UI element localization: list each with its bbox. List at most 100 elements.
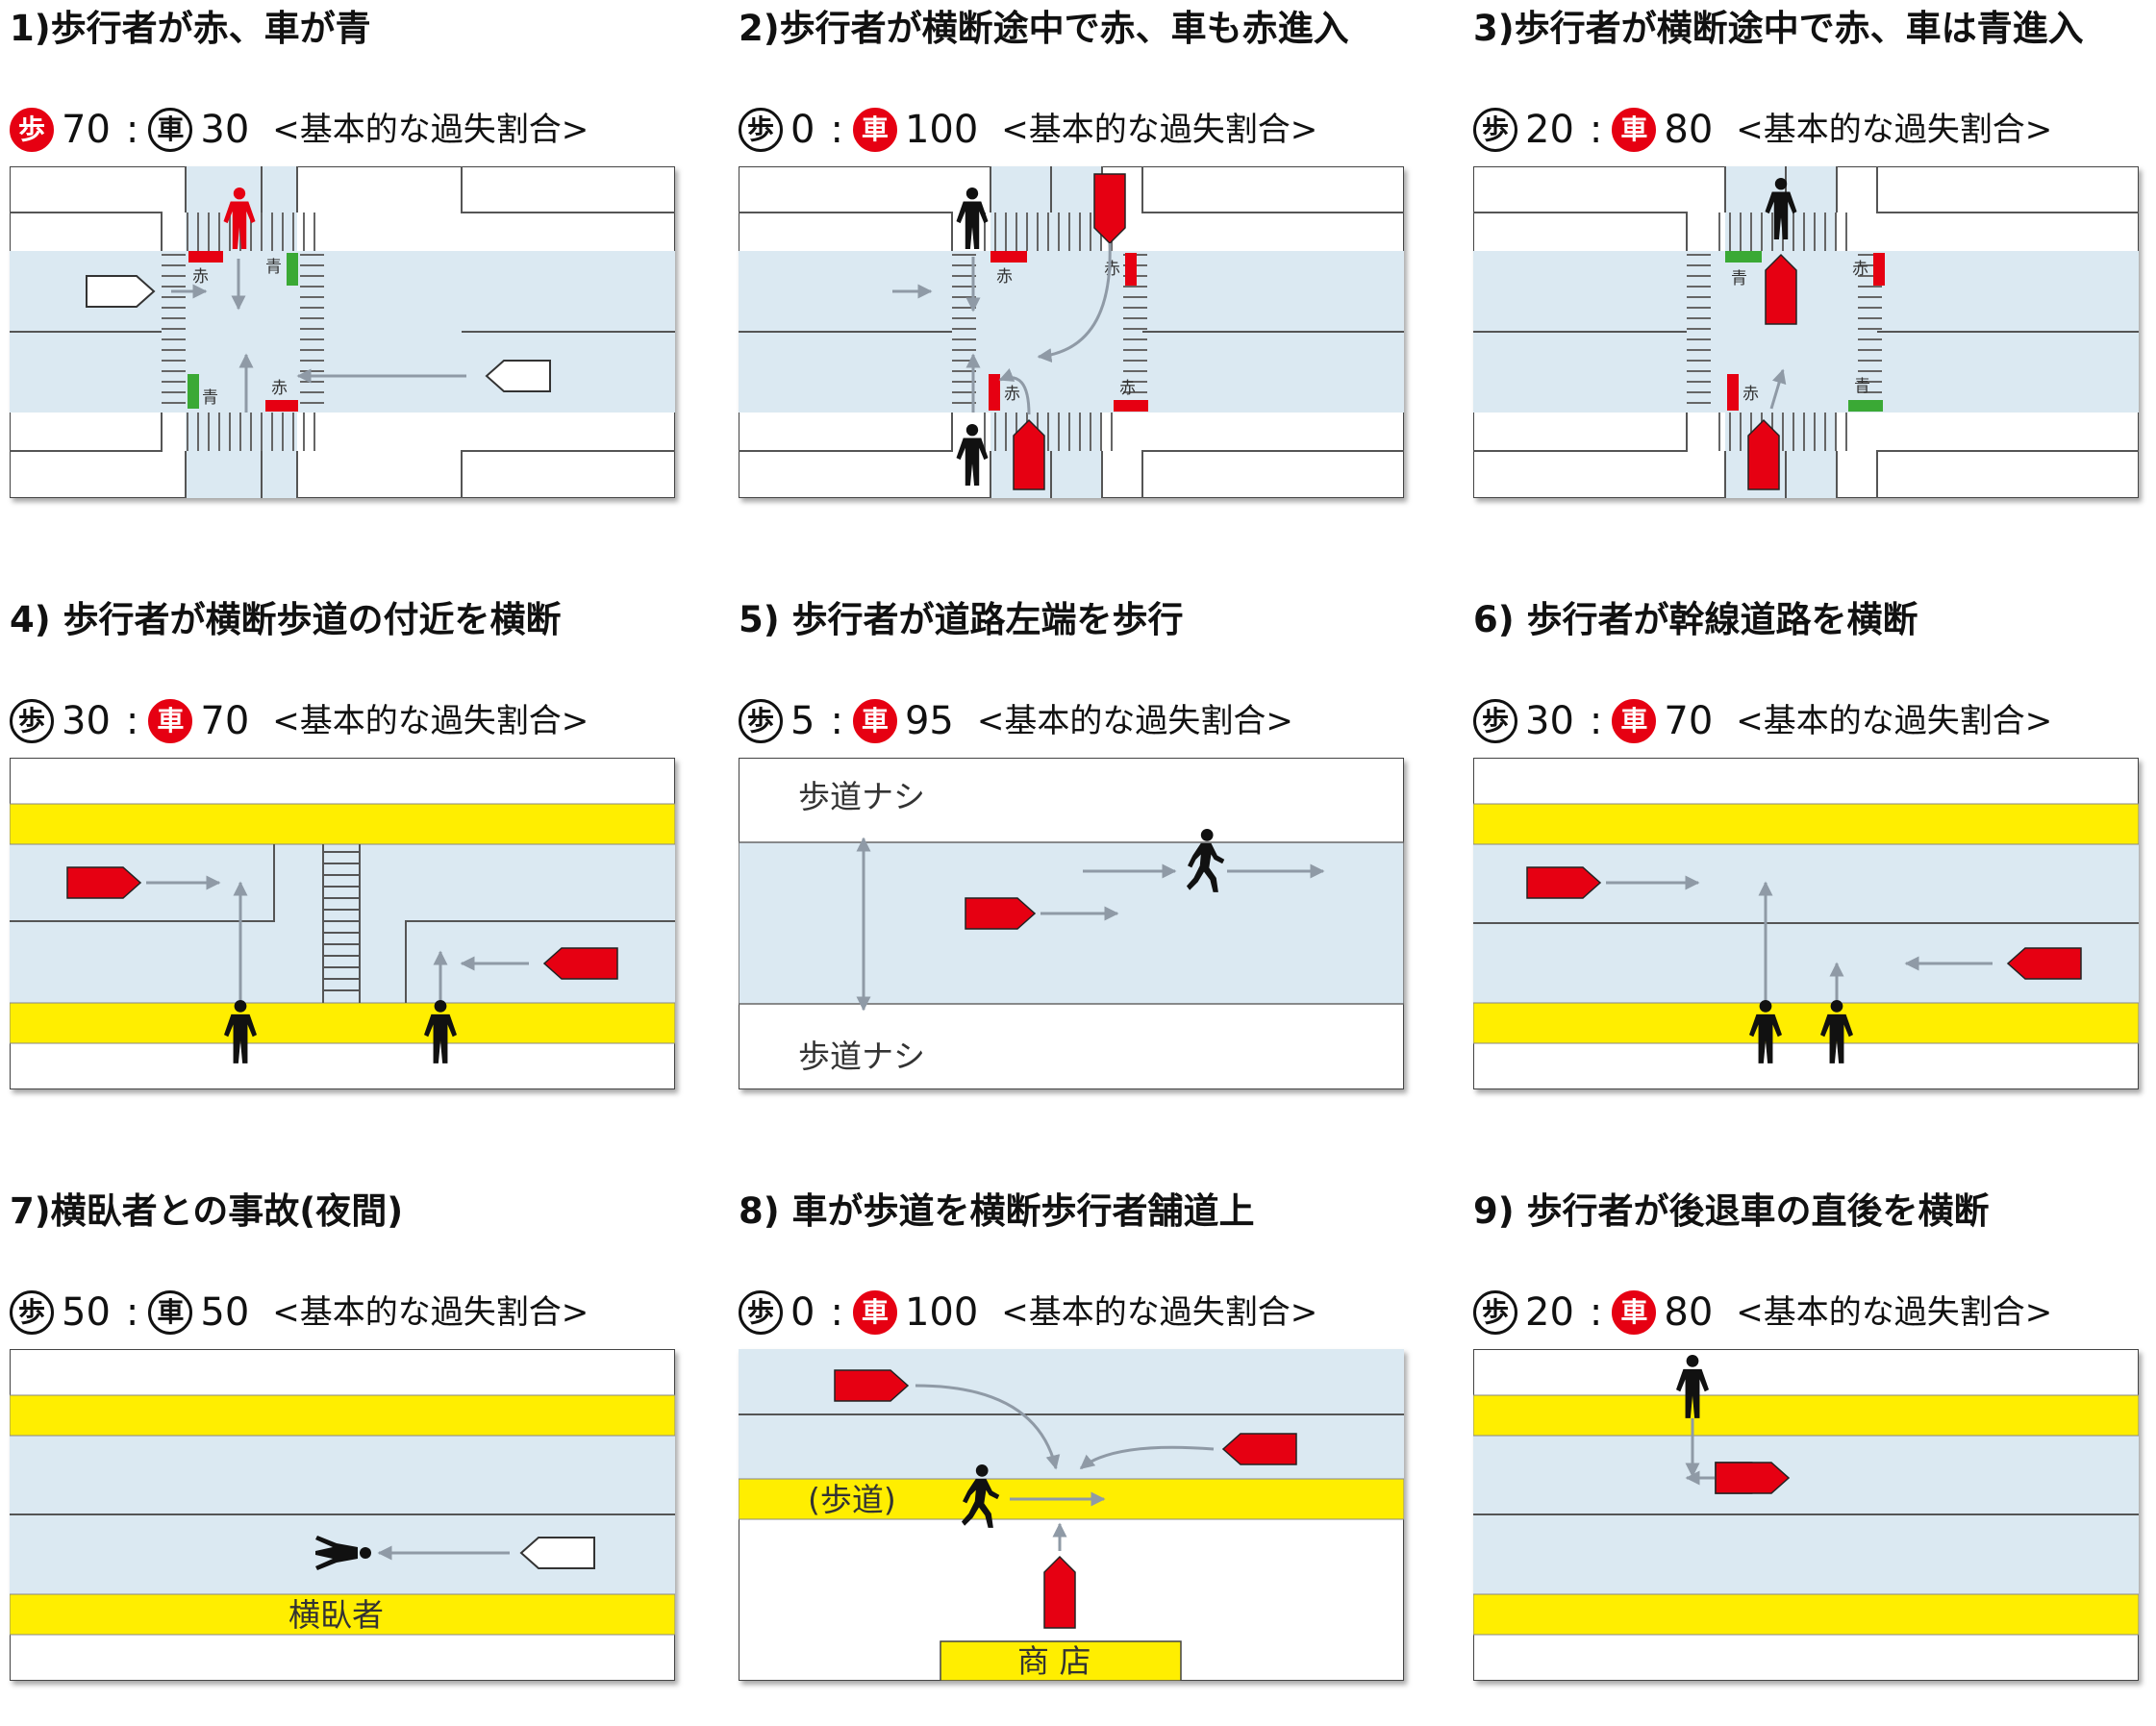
signal-red: [989, 374, 1000, 411]
car-ratio: 30: [200, 108, 250, 152]
no-sidewalk-label: 歩道ナシ: [798, 778, 925, 815]
signal-label: 赤: [1742, 385, 1759, 404]
road-diagram: (歩道) 商 店: [739, 1349, 1404, 1681]
car: [66, 866, 142, 899]
panel-title: 7)横臥者との事故(夜間): [10, 1190, 404, 1232]
ratio-separator: :: [830, 699, 843, 743]
ratio-separator: :: [125, 699, 139, 743]
pedestrian-ratio: 20: [1525, 108, 1574, 152]
ratio-note: <基本的な過失割合>: [272, 1293, 589, 1332]
car: [485, 360, 551, 392]
panel-1: 1)歩行者が赤、車が青 歩 70 : 車 30 <基本的な過失割合>: [10, 5, 721, 543]
signal-green: [188, 374, 199, 409]
ratio-note: <基本的な過失割合>: [1001, 111, 1318, 149]
ratio-row: 歩 30 : 車 70 <基本的な過失割合>: [1473, 692, 2052, 750]
car-ratio: 95: [904, 699, 954, 743]
panel-3: 3)歩行者が横断途中で赤、車は青進入 歩 20 : 車 80 <基本的な過失割合…: [1473, 5, 2156, 543]
pedestrian-badge: 歩: [1473, 699, 1517, 743]
car: [1526, 866, 1602, 899]
ratio-row: 歩 5 : 車 95 <基本的な過失割合>: [739, 692, 1293, 750]
ratio-row: 歩 70 : 車 30 <基本的な過失割合>: [10, 101, 589, 159]
pedestrian-ratio: 50: [62, 1290, 111, 1335]
signal-red: [188, 251, 223, 263]
panel-title: 2)歩行者が横断途中で赤、車も赤進入: [739, 8, 1349, 49]
ratio-note: <基本的な過失割合>: [272, 702, 589, 740]
panel-title: 9) 歩行者が後退車の直後を横断: [1473, 1190, 1990, 1232]
car-badge: 車: [148, 108, 193, 152]
ratio-row: 歩 0 : 車 100 <基本的な過失割合>: [739, 1284, 1317, 1341]
ratio-separator: :: [830, 108, 843, 152]
pedestrian-badge: 歩: [10, 699, 54, 743]
ratio-note: <基本的な過失割合>: [1001, 1293, 1318, 1332]
car-badge: 車: [148, 699, 193, 743]
car: [1221, 1433, 1297, 1465]
car-badge: 車: [1612, 1290, 1657, 1335]
road-diagram: [10, 758, 675, 1089]
car-ratio: 50: [200, 1290, 250, 1335]
intersection-diagram: 赤 赤 赤 赤: [739, 166, 1404, 498]
car: [1093, 173, 1126, 245]
no-sidewalk-label: 歩道ナシ: [798, 1038, 925, 1075]
car-ratio: 80: [1664, 108, 1714, 152]
panel-2: 2)歩行者が横断途中で赤、車も赤進入 歩 0 : 車 100 <基本的な過失割合…: [739, 5, 1450, 543]
car: [542, 947, 618, 980]
ratio-separator: :: [125, 108, 139, 152]
pedestrian-badge: 歩: [739, 108, 783, 152]
road-diagram: [1473, 1349, 2139, 1681]
lying-person-label: 横臥者: [288, 1596, 384, 1634]
intersection-diagram: 赤 青 青 赤: [10, 166, 675, 498]
ratio-row: 歩 20 : 車 80 <基本的な過失割合>: [1473, 1284, 2052, 1341]
car: [2006, 947, 2082, 980]
pedestrian-ratio: 5: [790, 699, 815, 743]
road-diagram: [1473, 758, 2139, 1089]
car-ratio: 70: [200, 699, 250, 743]
panel-title: 3)歩行者が横断途中で赤、車は青進入: [1473, 8, 2084, 49]
signal-red: [1727, 374, 1739, 411]
signal-label: 青: [1854, 377, 1870, 396]
car-ratio: 80: [1664, 1290, 1714, 1335]
road-diagram: 歩道ナシ 歩道ナシ: [739, 758, 1404, 1089]
signal-label: 青: [265, 258, 282, 277]
signal-label: 青: [202, 388, 218, 408]
panel-8: 8) 車が歩道を横断歩行者舗道上 歩 0 : 車 100 <基本的な過失割合> …: [739, 1188, 1450, 1726]
signal-label: 青: [1731, 269, 1747, 288]
pedestrian-badge: 歩: [10, 1290, 54, 1335]
ratio-separator: :: [1589, 108, 1603, 152]
panel-title: 1)歩行者が赤、車が青: [10, 8, 371, 49]
signal-red: [1873, 253, 1885, 286]
panel-title: 8) 車が歩道を横断歩行者舗道上: [739, 1190, 1255, 1232]
car-badge: 車: [148, 1290, 193, 1335]
signal-label: 赤: [1852, 260, 1868, 279]
ratio-row: 歩 50 : 車 50 <基本的な過失割合>: [10, 1284, 589, 1341]
pedestrian-badge: 歩: [1473, 108, 1517, 152]
ratio-separator: :: [1589, 699, 1603, 743]
signal-red: [990, 251, 1027, 263]
car: [965, 897, 1037, 930]
pedestrian-ratio: 70: [62, 108, 111, 152]
car: [1765, 253, 1797, 325]
car-badge: 車: [852, 108, 897, 152]
ratio-note: <基本的な過失割合>: [272, 111, 589, 149]
signal-red: [265, 400, 298, 412]
car-badge: 車: [1612, 108, 1657, 152]
car-badge: 車: [1612, 699, 1657, 743]
road-diagram: 横臥者: [10, 1349, 675, 1681]
panel-title: 4) 歩行者が横断歩道の付近を横断: [10, 599, 562, 640]
signal-label: 赤: [192, 267, 209, 287]
signal-green: [1848, 400, 1883, 412]
car-badge: 車: [852, 699, 897, 743]
pedestrian-badge: 歩: [739, 699, 783, 743]
ratio-separator: :: [125, 1290, 139, 1335]
lying-person-icon: [315, 1536, 371, 1570]
panel-title: 6) 歩行者が幹線道路を横断: [1473, 599, 1918, 640]
signal-green: [1725, 251, 1762, 263]
signal-label: 赤: [1119, 379, 1136, 398]
signal-green: [287, 253, 298, 286]
panel-4: 4) 歩行者が横断歩道の付近を横断 歩 30 : 車 70 <基本的な過失割合>: [10, 596, 721, 1135]
car: [834, 1369, 910, 1402]
car: [86, 275, 156, 308]
pedestrian-badge: 歩: [1473, 1290, 1517, 1335]
ratio-row: 歩 20 : 車 80 <基本的な過失割合>: [1473, 101, 2052, 159]
signal-label: 赤: [996, 267, 1013, 287]
car: [1747, 418, 1780, 490]
